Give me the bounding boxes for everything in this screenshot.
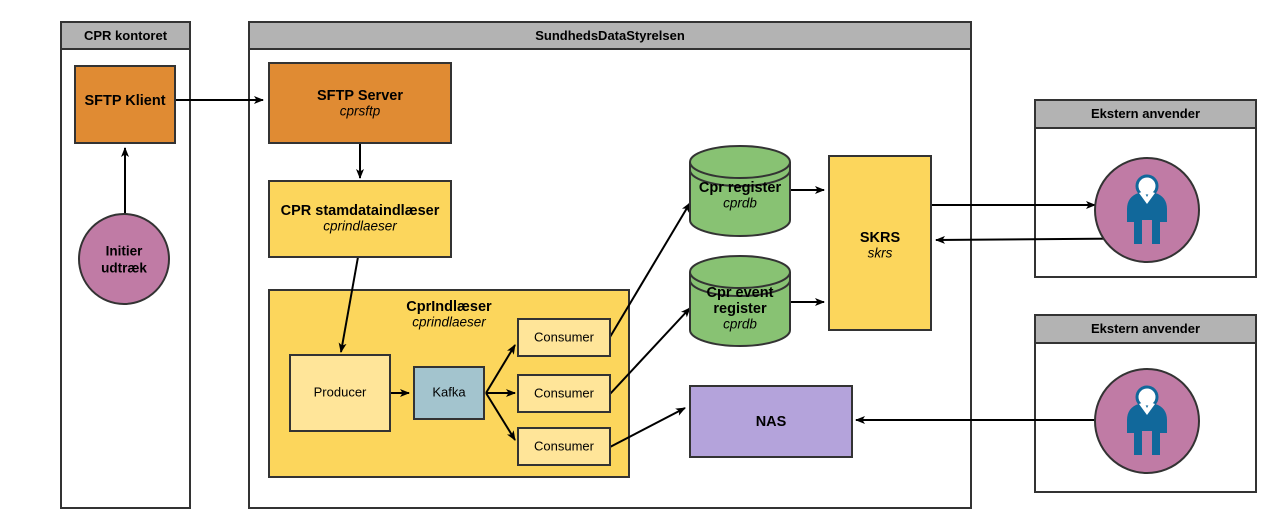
consumer-3-label: Consumer <box>534 438 595 453</box>
person-icon <box>1127 174 1167 244</box>
edge-consumer-2-to-cpr-event-register <box>609 307 691 395</box>
node-person-top[interactable] <box>1094 157 1200 263</box>
node-initier-udtraek[interactable]: Initier udtræk <box>78 213 170 305</box>
node-nas[interactable]: NAS <box>689 385 853 458</box>
container-title-ekstern-anvender-bottom: Ekstern anvender <box>1091 321 1200 336</box>
container-title-sundhedsdatastyrelsen: SundhedsDataStyrelsen <box>535 28 685 43</box>
cprindlaeser-group-label: CprIndlæser <box>406 299 492 315</box>
node-consumer-3[interactable]: Consumer <box>517 427 611 466</box>
node-cpr-event-register[interactable]: Cpr event register cprdb <box>689 255 791 347</box>
node-consumer-2[interactable]: Consumer <box>517 374 611 413</box>
node-consumer-1[interactable]: Consumer <box>517 318 611 357</box>
cpr-register-sublabel: cprdb <box>723 196 757 211</box>
initier-udtraek-label-line1: Initier <box>106 244 144 259</box>
node-cpr-stamdataindlaeser[interactable]: CPR stamdataindlæser cprindlaeser <box>268 180 452 258</box>
consumer-2-label: Consumer <box>534 385 595 400</box>
container-title-ekstern-anvender-top: Ekstern anvender <box>1091 106 1200 121</box>
cpr-stamdataindlaeser-label: CPR stamdataindlæser <box>281 203 440 219</box>
sftp-klient-label: SFTP Klient <box>84 93 165 109</box>
cpr-event-register-sublabel: cprdb <box>723 317 757 332</box>
cprindlaeser-group-sublabel: cprindlaeser <box>412 315 486 330</box>
cpr-register-label: Cpr register <box>699 180 782 196</box>
node-skrs[interactable]: SKRS skrs <box>828 155 932 331</box>
producer-label: Producer <box>314 384 367 399</box>
edge-consumer-3-to-nas <box>609 407 686 448</box>
node-producer[interactable]: Producer <box>289 354 391 432</box>
cpr-stamdataindlaeser-sublabel: cprindlaeser <box>323 219 397 234</box>
nas-label: NAS <box>756 414 787 430</box>
node-sftp-klient[interactable]: SFTP Klient <box>74 65 176 144</box>
cpr-event-register-label-line2: register <box>713 301 767 317</box>
person-icon <box>1127 385 1167 455</box>
container-ekstern-anvender-top: Ekstern anvender <box>1034 99 1257 278</box>
node-kafka[interactable]: Kafka <box>413 366 485 420</box>
kafka-label: Kafka <box>432 384 466 399</box>
edge-stamdataindlaeser-to-producer <box>338 256 359 353</box>
sftp-server-sublabel: cprsftp <box>340 104 381 119</box>
initier-udtraek-label-line2: udtræk <box>101 261 147 276</box>
node-cpr-register[interactable]: Cpr register cprdb <box>689 145 791 237</box>
edge-kafka-to-consumer-1 <box>485 344 516 394</box>
node-person-bottom[interactable] <box>1094 368 1200 474</box>
edge-kafka-to-consumer-3 <box>485 392 516 441</box>
edge-consumer-1-to-cpr-register <box>609 202 691 338</box>
sftp-server-label: SFTP Server <box>317 88 403 104</box>
skrs-label: SKRS <box>860 230 901 246</box>
node-sftp-server[interactable]: SFTP Server cprsftp <box>268 62 452 144</box>
container-title-cpr-kontoret: CPR kontoret <box>84 28 168 43</box>
cpr-event-register-label-line1: Cpr event <box>707 285 774 301</box>
consumer-1-label: Consumer <box>534 329 595 344</box>
skrs-sublabel: skrs <box>868 246 893 261</box>
